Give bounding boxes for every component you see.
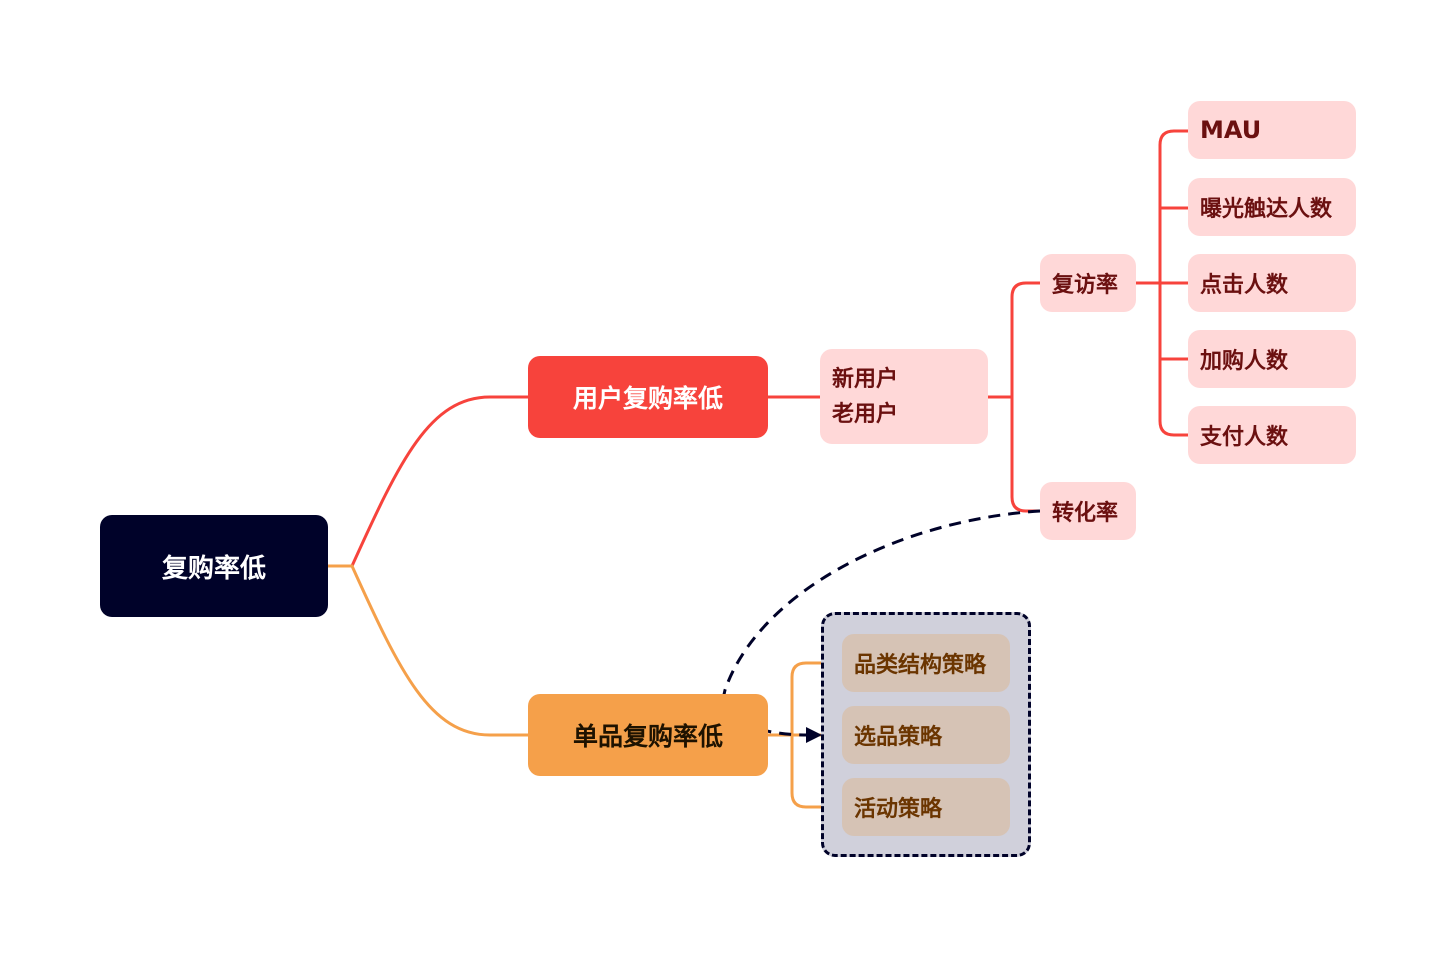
branch-product-label: 单品复购率低	[572, 722, 723, 751]
branch-product-repurchase[interactable]: 单品复购率低	[528, 694, 768, 776]
funnel-exposure-node[interactable]: 曝光触达人数	[1188, 178, 1356, 236]
branch-user-label: 用户复购率低	[572, 384, 723, 413]
link-root-user	[328, 395, 528, 568]
metric-revisit-label: 复访率	[1052, 273, 1119, 298]
link-root-product	[328, 564, 528, 737]
root-node[interactable]: 复购率低	[100, 515, 328, 617]
strategy-selection-node[interactable]: 选品策略	[842, 706, 1010, 764]
relation-dashed-arrow	[722, 509, 1041, 737]
strategy-category-node[interactable]: 品类结构策略	[842, 634, 1010, 692]
link-revisit-funnel	[1136, 129, 1188, 437]
strategy-event-node[interactable]: 活动策略	[842, 778, 1010, 836]
metric-revisit-node[interactable]: 复访率	[1040, 254, 1136, 312]
metric-conversion-node[interactable]: 转化率	[1040, 482, 1136, 540]
funnel-click-label: 点击人数	[1200, 273, 1289, 298]
funnel-cart-label: 加购人数	[1200, 349, 1289, 374]
funnel-pay-label: 支付人数	[1200, 425, 1289, 450]
funnel-exposure-label: 曝光触达人数	[1200, 197, 1333, 222]
user-types-node[interactable]: 新用户 老用户	[820, 349, 988, 444]
funnel-mau-node[interactable]: MAU	[1188, 101, 1356, 159]
root-label: 复购率低	[161, 553, 266, 584]
relation-arrowhead	[806, 727, 822, 743]
funnel-pay-node[interactable]: 支付人数	[1188, 406, 1356, 464]
funnel-click-node[interactable]: 点击人数	[1188, 254, 1356, 312]
strategy-event-label: 活动策略	[854, 797, 943, 822]
branch-user-repurchase[interactable]: 用户复购率低	[528, 356, 768, 438]
user-type-old: 老用户	[832, 401, 899, 427]
metric-conversion-label: 转化率	[1052, 501, 1119, 526]
strategy-selection-label: 选品策略	[854, 725, 943, 750]
link-usertypes-metrics	[988, 281, 1040, 513]
funnel-cart-node[interactable]: 加购人数	[1188, 330, 1356, 388]
funnel-mau-label: MAU	[1200, 116, 1262, 144]
strategy-category-label: 品类结构策略	[854, 653, 987, 678]
user-type-new: 新用户	[832, 366, 899, 392]
